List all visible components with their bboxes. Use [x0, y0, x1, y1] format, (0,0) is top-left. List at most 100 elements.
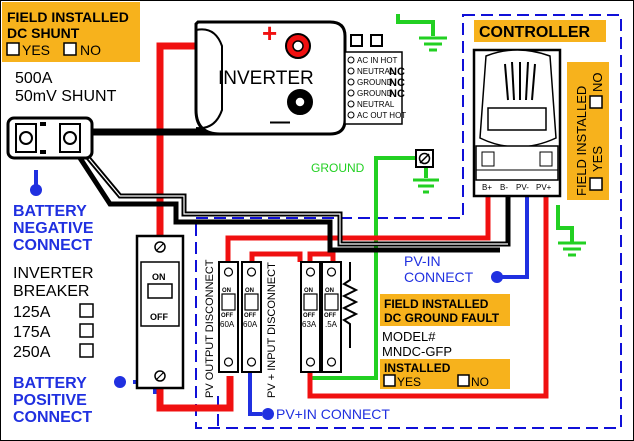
din-breaker-3-off: OFF: [303, 313, 315, 319]
charge-controller: B+ B- PV- PV+: [472, 48, 562, 198]
ground-fault-title-line1: FIELD INSTALLED: [384, 297, 489, 311]
ground-fault-resistor: [341, 262, 359, 348]
ac-terminal-label-2: GROUND: [357, 78, 393, 87]
shunt-option-title-line1: FIELD INSTALLED: [7, 9, 129, 25]
ground-fault-yes-checkbox[interactable]: [383, 374, 396, 387]
din-breaker-4-off: OFF: [324, 313, 336, 319]
ac-terminal-suffix-2: NC: [389, 77, 405, 89]
din-breaker-4-on: ON: [325, 288, 334, 294]
din-breaker-2-off: OFF: [244, 313, 256, 319]
battery-negative-connect-point[interactable]: [30, 184, 42, 196]
breaker-option-125: 125A: [13, 304, 51, 321]
din-breaker-3: ON OFF 63A: [300, 261, 321, 373]
din-breaker-2-on: ON: [245, 288, 254, 294]
breaker-250-checkbox[interactable]: [79, 343, 94, 358]
controller-no-label: NO: [590, 73, 605, 93]
ground-symbol-controller: [558, 241, 586, 257]
ground-fault-installed-label: INSTALLED: [384, 361, 451, 375]
inverter-breaker-line2: BREAKER: [13, 283, 89, 300]
ground-fault-yes-label: YES: [397, 375, 421, 389]
ac-terminal-label-0: AC IN HOT: [357, 56, 398, 65]
battery-positive-line1: BATTERY: [13, 375, 87, 392]
inverter-breaker-line1: INVERTER: [13, 265, 94, 282]
controller-terminal-b-minus: B-: [500, 183, 508, 192]
controller-option-label: FIELD INSTALLED: [574, 86, 589, 196]
ac-terminal-label-1: NEUTRAL: [357, 67, 395, 76]
inverter-label: INVERTER: [218, 68, 314, 89]
controller-yes-label: YES: [590, 146, 605, 172]
din-breaker-1: ON OFF 60A: [218, 261, 239, 373]
breaker-175-checkbox[interactable]: [79, 323, 94, 338]
pv-in-connect-line2: CONNECT: [404, 269, 474, 285]
ac-terminal-block: [344, 51, 403, 125]
shunt-no-checkbox[interactable]: [63, 42, 77, 56]
battery-negative-line2: NEGATIVE: [13, 220, 94, 237]
din-breaker-2-rating: 60A: [243, 320, 258, 329]
shunt-rating-line2: 50mV SHUNT: [15, 88, 117, 105]
ground-fault-model-line1: MODEL#: [382, 329, 436, 344]
ground-fault-title-line2: DC GROUND FAULT: [384, 311, 500, 325]
enclosure-dashed-boundary: [195, 14, 622, 429]
pv-plus-in-connect-point[interactable]: [262, 408, 274, 420]
inverter-breaker: ON OFF: [135, 234, 185, 390]
controller-terminal-b-plus: B+: [482, 183, 492, 192]
wire-separator-lines: [79, 147, 508, 245]
inverter-breaker-on: ON: [152, 272, 166, 282]
ground-fault-no-label: NO: [471, 375, 489, 389]
battery-negative-line3: CONNECT: [13, 237, 92, 254]
din-breaker-4-rating: .5A: [325, 320, 338, 329]
controller-yes-checkbox[interactable]: [589, 177, 603, 191]
breaker-option-175: 175A: [13, 324, 51, 341]
ac-terminal-label-5: AC OUT HOT: [357, 111, 406, 120]
din-breaker-2: ON OFF 60A: [241, 261, 262, 373]
pv-in-connect-point[interactable]: [491, 271, 503, 283]
inverter-socket-2: [370, 34, 383, 47]
ac-terminal-label-4: NEUTRAL: [357, 100, 395, 109]
din-breaker-1-rating: 60A: [220, 320, 235, 329]
pv-in-connect-line1: PV-IN: [404, 253, 441, 269]
inverter-plus-sign: +: [262, 18, 277, 48]
shunt-yes-checkbox[interactable]: [6, 42, 20, 56]
ground-fault-no-checkbox[interactable]: [457, 374, 470, 387]
inverter-minus-sign: —: [270, 111, 290, 133]
din-breaker-4: ON OFF .5A: [321, 261, 342, 373]
battery-positive-connect-point[interactable]: [114, 376, 126, 388]
din-breaker-1-on: ON: [222, 288, 231, 294]
controller-title: CONTROLLER: [479, 24, 591, 41]
ac-terminal-suffix-3: NC: [389, 88, 405, 100]
red-pv-wires: [225, 190, 549, 399]
din-breaker-1-off: OFF: [221, 313, 233, 319]
inverter-socket-1: [350, 34, 363, 47]
controller-no-checkbox[interactable]: [589, 95, 603, 109]
ground-symbol-center: [413, 178, 439, 194]
ground-label: GROUND: [311, 161, 365, 175]
battery-negative-line1: BATTERY: [13, 203, 87, 220]
battery-positive-line2: POSITIVE: [13, 392, 87, 409]
ground-fault-installed-box: [380, 359, 510, 389]
shunt-option-title-line2: DC SHUNT: [7, 25, 80, 41]
dc-shunt: [6, 116, 94, 160]
battery-positive-line3: CONNECT: [13, 409, 92, 426]
controller-title-box: [474, 20, 606, 42]
ground-fault-box: [380, 294, 510, 326]
pv-plus-in-connect-label: PV+IN CONNECT: [276, 406, 390, 422]
breaker-125-checkbox[interactable]: [79, 303, 94, 318]
shunt-no-label: NO: [80, 42, 101, 58]
controller-terminal-pv-minus: PV-: [516, 183, 529, 192]
pv-output-disconnect-label: PV OUTPUT DISCONNECT: [204, 259, 216, 398]
ground-symbol-inverter: [419, 36, 447, 52]
din-breaker-3-rating: 63A: [302, 320, 317, 329]
ground-lug: [415, 149, 434, 168]
ac-terminal-suffix-1: NC: [389, 66, 405, 78]
controller-option-box: [567, 62, 609, 200]
shunt-rating-line1: 500A: [15, 70, 53, 87]
shunt-yes-label: YES: [22, 42, 50, 58]
breaker-option-250: 250A: [13, 344, 51, 361]
ac-terminal-label-3: GROUND: [357, 89, 393, 98]
pv-input-disconnect-label: PV + INPUT DISCONNECT: [266, 262, 278, 398]
ground-fault-model-line2: MNDC-GFP: [382, 344, 452, 359]
din-breaker-3-on: ON: [304, 288, 313, 294]
inverter-breaker-off: OFF: [150, 312, 168, 322]
controller-terminal-pv-plus: PV+: [536, 183, 552, 192]
